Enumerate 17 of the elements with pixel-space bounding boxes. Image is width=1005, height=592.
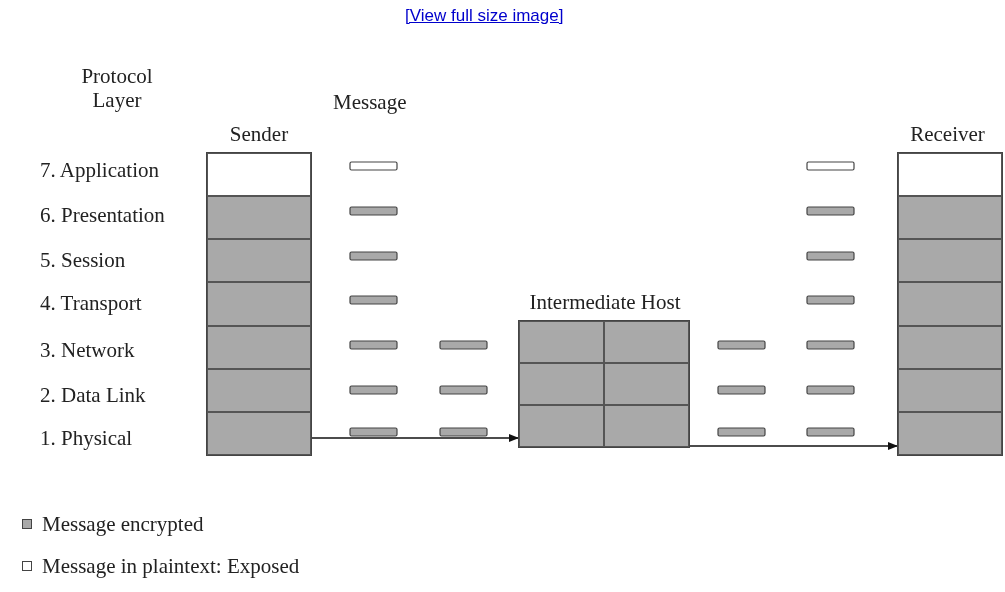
layer-label: 2. Data Link	[40, 383, 146, 407]
layer-label: 1. Physical	[40, 426, 133, 450]
view-image-link: [View full size image]	[405, 5, 564, 27]
host-heading: Sender	[228, 122, 290, 146]
host-heading: Receiver	[909, 122, 986, 146]
layer-label: 4. Transport	[40, 291, 142, 315]
layer-label: 6. Presentation	[40, 203, 165, 227]
arrow	[689, 442, 898, 450]
host-heading: Intermediate Host	[528, 290, 682, 314]
legend-label: Message in plaintext: Exposed	[42, 554, 300, 578]
layer-label: 5. Session	[40, 248, 126, 272]
column-heading: Message	[333, 90, 407, 114]
layer-label: 3. Network	[40, 338, 135, 362]
arrow	[311, 434, 519, 442]
column-heading: Protocol Layer	[80, 64, 154, 112]
layer-label: 7. Application	[40, 158, 159, 182]
legend-label: Message encrypted	[42, 512, 204, 536]
